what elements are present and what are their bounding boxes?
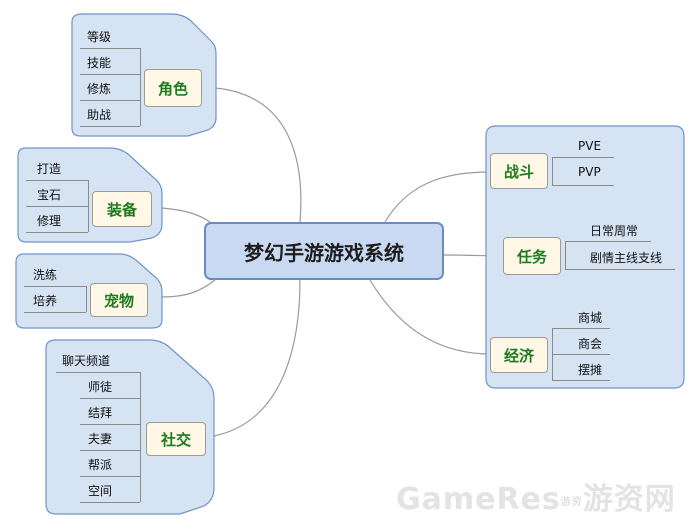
role-item: 等级 — [87, 30, 112, 44]
leaf-underline — [26, 180, 88, 181]
leaf-underline — [80, 502, 140, 503]
connector-economy — [369, 279, 491, 355]
leaf-underline — [552, 380, 610, 381]
quest-item: 日常周常 — [590, 224, 639, 238]
leaf-underline — [24, 286, 86, 287]
leaf-underline — [26, 232, 88, 233]
leaf-underline — [552, 157, 614, 158]
economy-item: 商城 — [578, 311, 603, 325]
pet-item: 洗练 — [33, 268, 58, 282]
social-item: 结拜 — [88, 406, 113, 420]
leaf-underline — [552, 185, 614, 186]
watermark-cn: 游资网 — [582, 482, 676, 517]
watermark-logo: GameRes游资游资网 — [396, 474, 676, 518]
economy-item: 摆摊 — [578, 363, 603, 377]
bracket-line — [86, 286, 87, 312]
economy-item: 商会 — [578, 337, 603, 351]
leaf-underline — [552, 328, 610, 329]
role-item: 修炼 — [87, 82, 112, 96]
branch-pet[interactable]: 宠物 — [90, 283, 148, 317]
branch-quest[interactable]: 任务 — [503, 237, 561, 275]
leaf-underline — [80, 476, 140, 477]
central-topic[interactable]: 梦幻手游游戏系统 — [204, 222, 444, 280]
leaf-underline — [80, 48, 140, 49]
leaf-underline — [80, 100, 140, 101]
connector-equip — [161, 207, 211, 223]
social-item: 夫妻 — [88, 432, 113, 446]
leaf-underline — [24, 312, 86, 313]
equip-item: 修理 — [37, 214, 62, 228]
leaf-underline — [552, 354, 610, 355]
bracket-line — [140, 372, 141, 502]
leaf-underline — [80, 424, 140, 425]
pet-item: 培养 — [33, 294, 58, 308]
equip-item: 打造 — [37, 162, 62, 176]
social-item: 聊天频道 — [62, 354, 111, 368]
connector-social — [213, 279, 301, 437]
leaf-underline — [80, 450, 140, 451]
bracket-line — [552, 157, 553, 185]
battle-item: PVP — [578, 165, 601, 179]
social-item: 空间 — [88, 484, 113, 498]
bracket-line — [565, 241, 566, 269]
branch-social[interactable]: 社交 — [146, 422, 206, 456]
social-item: 帮派 — [88, 458, 113, 472]
branch-equip[interactable]: 装备 — [92, 191, 152, 227]
leaf-underline — [80, 398, 140, 399]
social-item: 师徒 — [88, 380, 113, 394]
branch-battle[interactable]: 战斗 — [490, 153, 548, 189]
leaf-underline — [80, 126, 140, 127]
watermark-latin: GameRes — [396, 482, 561, 517]
role-item: 助战 — [87, 108, 112, 122]
quest-item: 剧情主线支线 — [590, 251, 663, 265]
leaf-underline — [565, 269, 675, 270]
branch-economy[interactable]: 经济 — [490, 337, 548, 373]
connector-role — [214, 87, 302, 223]
leaf-underline — [56, 372, 140, 373]
bracket-line — [140, 48, 141, 126]
connector-battle — [384, 171, 491, 223]
leaf-underline — [565, 241, 651, 242]
role-item: 技能 — [87, 56, 112, 70]
watermark-small: 游资 — [560, 497, 583, 508]
branch-role[interactable]: 角色 — [144, 69, 202, 107]
equip-item: 宝石 — [37, 188, 62, 202]
leaf-underline — [80, 74, 140, 75]
bracket-line — [88, 180, 89, 232]
leaf-underline — [26, 206, 88, 207]
battle-item: PVE — [578, 139, 602, 153]
connector-pet — [161, 279, 216, 298]
